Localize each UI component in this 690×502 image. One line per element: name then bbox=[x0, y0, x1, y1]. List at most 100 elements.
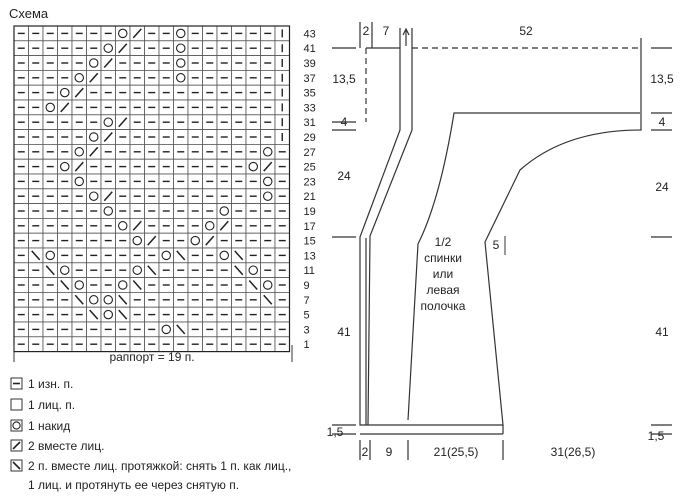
yarn-over-icon bbox=[103, 43, 114, 53]
knit-icon bbox=[10, 398, 23, 411]
right-dim-4: 4 bbox=[659, 115, 666, 129]
yarn-over-icon bbox=[262, 176, 273, 187]
chart-cell bbox=[115, 277, 131, 293]
chart-row-label: 41 bbox=[304, 43, 316, 55]
ssk-icon bbox=[45, 265, 55, 276]
chart-row-label: 43 bbox=[304, 28, 316, 40]
chart-cell bbox=[100, 40, 116, 56]
legend-item-purl: 1 изн. п. bbox=[10, 377, 73, 391]
inner-dim-5: 5 bbox=[493, 238, 500, 252]
chart-row-label: 21 bbox=[304, 191, 316, 203]
chart-row-label: 25 bbox=[304, 162, 316, 174]
yarn-over-icon bbox=[118, 28, 128, 39]
ssk-icon bbox=[263, 294, 273, 305]
chart-row-label: 11 bbox=[304, 265, 315, 277]
chart-row-label: 29 bbox=[304, 132, 316, 144]
chart-cell bbox=[71, 70, 87, 86]
yarn-over-icon bbox=[89, 191, 99, 201]
k2tog-icon bbox=[205, 235, 215, 246]
k2tog-icon bbox=[74, 87, 84, 98]
chart-row-label: 7 bbox=[304, 295, 310, 307]
chart-cell bbox=[260, 143, 276, 160]
piece-label-line4: левая bbox=[426, 283, 459, 297]
ssk-icon bbox=[132, 280, 142, 290]
garment-pattern bbox=[332, 22, 672, 460]
chart-cell bbox=[173, 55, 189, 71]
repeat-label: раппорт = 19 п. bbox=[109, 350, 194, 364]
bottom-dim-9: 9 bbox=[386, 445, 393, 459]
chart-cell bbox=[260, 277, 276, 293]
ssk-icon bbox=[31, 250, 41, 261]
piece-label-line2: спинки bbox=[424, 251, 462, 265]
chart-row-label: 27 bbox=[304, 147, 316, 159]
chart-row-label: 37 bbox=[304, 73, 316, 85]
right-dim-41: 41 bbox=[655, 325, 669, 339]
chart-cell bbox=[216, 203, 232, 219]
k2tog-icon bbox=[132, 220, 142, 231]
legend-text-yo: 1 накид bbox=[28, 419, 70, 433]
yarn-over-icon bbox=[248, 161, 259, 172]
chart-row-label: 3 bbox=[304, 324, 310, 336]
chart-row-label: 31 bbox=[304, 117, 316, 129]
chart-cell bbox=[100, 114, 116, 131]
chart-cell bbox=[86, 188, 102, 205]
right-dim-13-5: 13,5 bbox=[650, 72, 674, 86]
chart-cell bbox=[187, 232, 203, 249]
ssk-icon bbox=[176, 250, 186, 261]
top-dim-52: 52 bbox=[519, 24, 533, 38]
chart-cell bbox=[158, 247, 174, 264]
yarn-over-icon bbox=[89, 295, 99, 305]
left-dim-1-5: 1,5 bbox=[327, 425, 344, 439]
chart-cell bbox=[71, 143, 87, 160]
legend-item-yo: 1 накид bbox=[10, 419, 70, 433]
knitting-chart-grid bbox=[13, 25, 291, 353]
yarn-over-icon bbox=[74, 73, 85, 83]
k2tog-icon bbox=[74, 161, 84, 172]
ssk-icon bbox=[118, 294, 128, 305]
chart-row-label: 39 bbox=[304, 58, 316, 70]
chart-cell bbox=[57, 158, 73, 175]
left-dim-4: 4 bbox=[341, 115, 348, 129]
yarn-over-icon bbox=[132, 235, 143, 246]
k2tog-icon bbox=[60, 102, 70, 113]
yarn-over-icon bbox=[59, 265, 70, 275]
chart-cell bbox=[57, 84, 73, 101]
yarn-over-icon bbox=[161, 250, 172, 261]
ssk-icon bbox=[176, 324, 186, 335]
repeat-bracket bbox=[13, 345, 293, 362]
chart-cell bbox=[42, 99, 58, 116]
chart-row-label: 1 bbox=[304, 339, 310, 351]
chart-cell bbox=[158, 321, 174, 338]
chart-cell bbox=[245, 158, 261, 175]
chart-cell bbox=[86, 291, 102, 308]
bottom-dim-21: 21(25,5) bbox=[434, 445, 479, 459]
chart-row-label: 23 bbox=[304, 176, 316, 188]
yarn-over-icon bbox=[12, 421, 21, 430]
ssk-icon bbox=[12, 461, 21, 470]
yarn-over-icon bbox=[176, 73, 186, 83]
yarn-over-icon bbox=[219, 206, 230, 216]
yarn-over-icon bbox=[176, 58, 186, 68]
yarn-over-icon bbox=[262, 147, 273, 157]
ssk-icon bbox=[234, 250, 244, 261]
chart-cell bbox=[129, 232, 145, 249]
chart-cell bbox=[173, 70, 189, 86]
ssk-icon bbox=[234, 265, 244, 276]
yarn-over-icon bbox=[219, 250, 230, 261]
yarn-over-icon bbox=[59, 87, 70, 98]
yarn-over-icon bbox=[103, 309, 114, 320]
top-dim-7: 7 bbox=[383, 24, 390, 38]
chart-border bbox=[13, 25, 291, 353]
chart-row-label: 17 bbox=[304, 221, 316, 233]
k2tog-icon bbox=[263, 161, 273, 172]
neckline-curve bbox=[407, 112, 640, 421]
yarn-over-icon bbox=[118, 221, 128, 231]
bottom-dim-2: 2 bbox=[362, 445, 369, 459]
yarn-over-icon bbox=[89, 58, 99, 68]
yarn-over-icon bbox=[74, 280, 85, 290]
right-dim-1-5: 1,5 bbox=[648, 429, 665, 443]
k2tog-icon bbox=[89, 146, 99, 157]
bottom-dim-31: 31(26,5) bbox=[551, 445, 596, 459]
